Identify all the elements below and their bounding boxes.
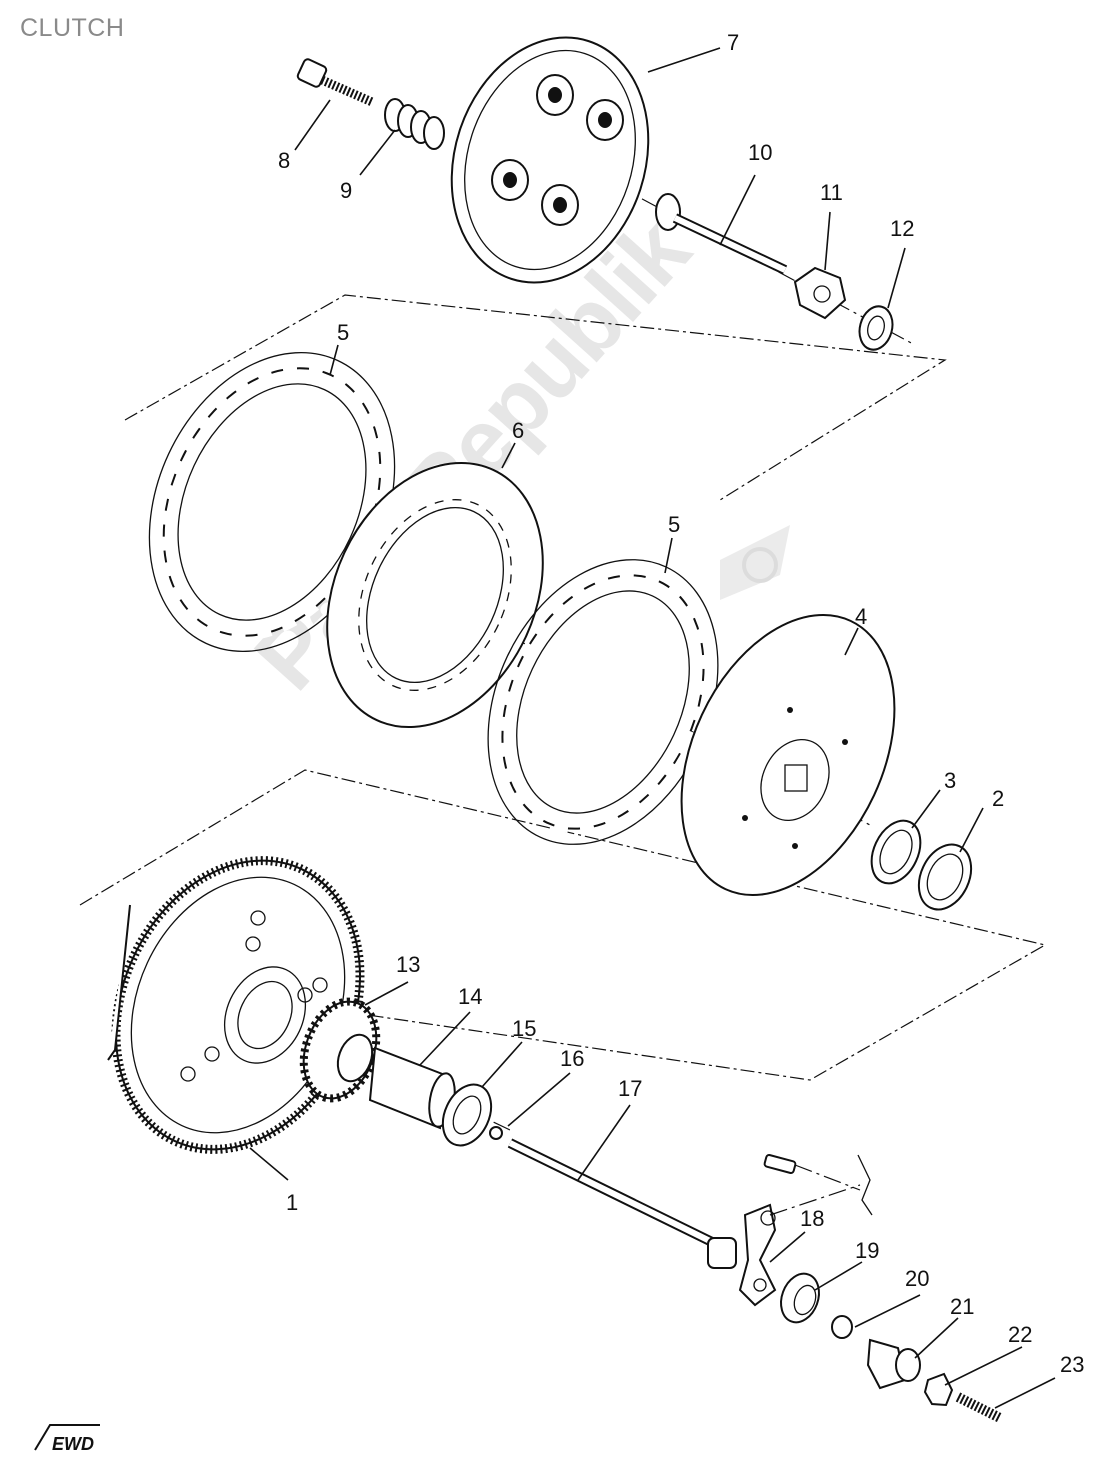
callout-15: 15: [512, 1016, 536, 1041]
page-title: CLUTCH: [20, 14, 125, 42]
callout-23: 23: [1060, 1352, 1084, 1377]
callout-8: 8: [278, 148, 290, 173]
push-lever: [707, 1153, 873, 1307]
callout-13: 13: [396, 952, 420, 977]
lock-nut-22: [923, 1372, 954, 1407]
callout-4: 4: [855, 604, 867, 629]
callout-3: 3: [944, 768, 956, 793]
callout-7: 7: [727, 30, 739, 55]
push-rod: [655, 193, 788, 275]
callout-10: 10: [748, 140, 772, 165]
callout-17: 17: [618, 1076, 642, 1101]
pressure-plate: [450, 36, 650, 284]
steel-plate: [326, 461, 544, 729]
lock-washer-12: [858, 305, 894, 351]
small-gear: [299, 997, 381, 1103]
callout-20: 20: [905, 1266, 929, 1291]
callout-22: 22: [1008, 1322, 1032, 1347]
thrust-washer-2: [917, 843, 973, 911]
ewd-logo-text: EWD: [52, 1434, 94, 1454]
callout-5-upper: 5: [337, 320, 349, 345]
ewd-logo: EWD: [34, 1424, 100, 1454]
callout-14: 14: [458, 984, 482, 1009]
callout-19: 19: [855, 1238, 879, 1263]
callout-11: 11: [820, 180, 843, 205]
callout-numbers: 1 2 3 4 5 5 6 7 8 9 10 11 12 13 14 15 16…: [278, 30, 1084, 1377]
clutch-spring-screw: [296, 58, 374, 107]
friction-plate-lower: [487, 559, 719, 845]
clutch-spring: [384, 98, 445, 150]
callout-1: 1: [286, 1190, 298, 1215]
adjuster: [866, 1338, 921, 1390]
callout-21: 21: [950, 1294, 974, 1319]
callout-5-lower: 5: [668, 512, 680, 537]
upper-group-outline: [124, 294, 947, 501]
oil-seal: [780, 1272, 820, 1324]
push-rod-long: [507, 1138, 715, 1247]
callout-9: 9: [340, 178, 352, 203]
watermark-logo: [720, 525, 790, 600]
adjusting-nut: [793, 266, 847, 320]
callout-18: 18: [800, 1206, 824, 1231]
clutch-boss: [680, 613, 896, 897]
callout-2: 2: [992, 786, 1004, 811]
thrust-washer-3: [870, 819, 922, 885]
adjusting-screw: [955, 1392, 1003, 1423]
callout-12: 12: [890, 216, 914, 241]
callout-16: 16: [560, 1046, 584, 1071]
steel-ball-20: [831, 1315, 853, 1339]
thrust-washer-15: [441, 1083, 493, 1147]
callout-6: 6: [512, 418, 524, 443]
leader-lines: [249, 47, 1056, 1409]
steel-ball-16: [489, 1126, 503, 1140]
